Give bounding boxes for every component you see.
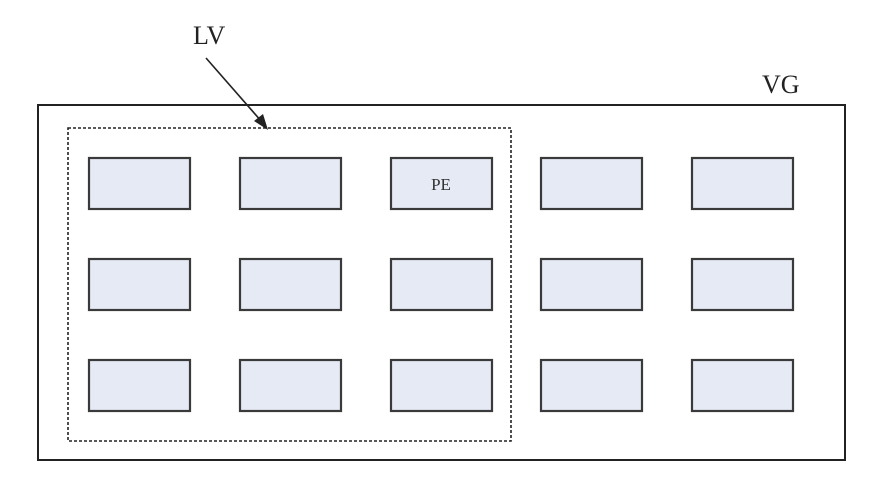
physical-extent-box [238, 156, 343, 211]
lv-label: LV [193, 21, 225, 50]
physical-extent-grid [87, 156, 795, 413]
physical-extent-box [389, 358, 494, 413]
physical-extent-box [87, 156, 192, 211]
physical-extent-box [690, 358, 795, 413]
volume-group-frame [37, 104, 846, 461]
physical-extent-box [690, 257, 795, 312]
physical-extent-box [238, 257, 343, 312]
pe-label: PE [431, 175, 451, 194]
physical-extent-box [539, 358, 644, 413]
physical-extent-box [539, 156, 644, 211]
vg-label: VG [762, 70, 800, 99]
physical-extent-box [539, 257, 644, 312]
physical-extent-box [389, 257, 494, 312]
physical-extent-box [87, 257, 192, 312]
physical-extent-box [87, 358, 192, 413]
physical-extent-box [238, 358, 343, 413]
physical-extent-box [690, 156, 795, 211]
lv-pointer-arrow-line [205, 57, 263, 123]
physical-extent-box [389, 156, 494, 211]
lv-pointer-arrow-head [254, 114, 268, 130]
logical-volume-region [67, 127, 512, 442]
